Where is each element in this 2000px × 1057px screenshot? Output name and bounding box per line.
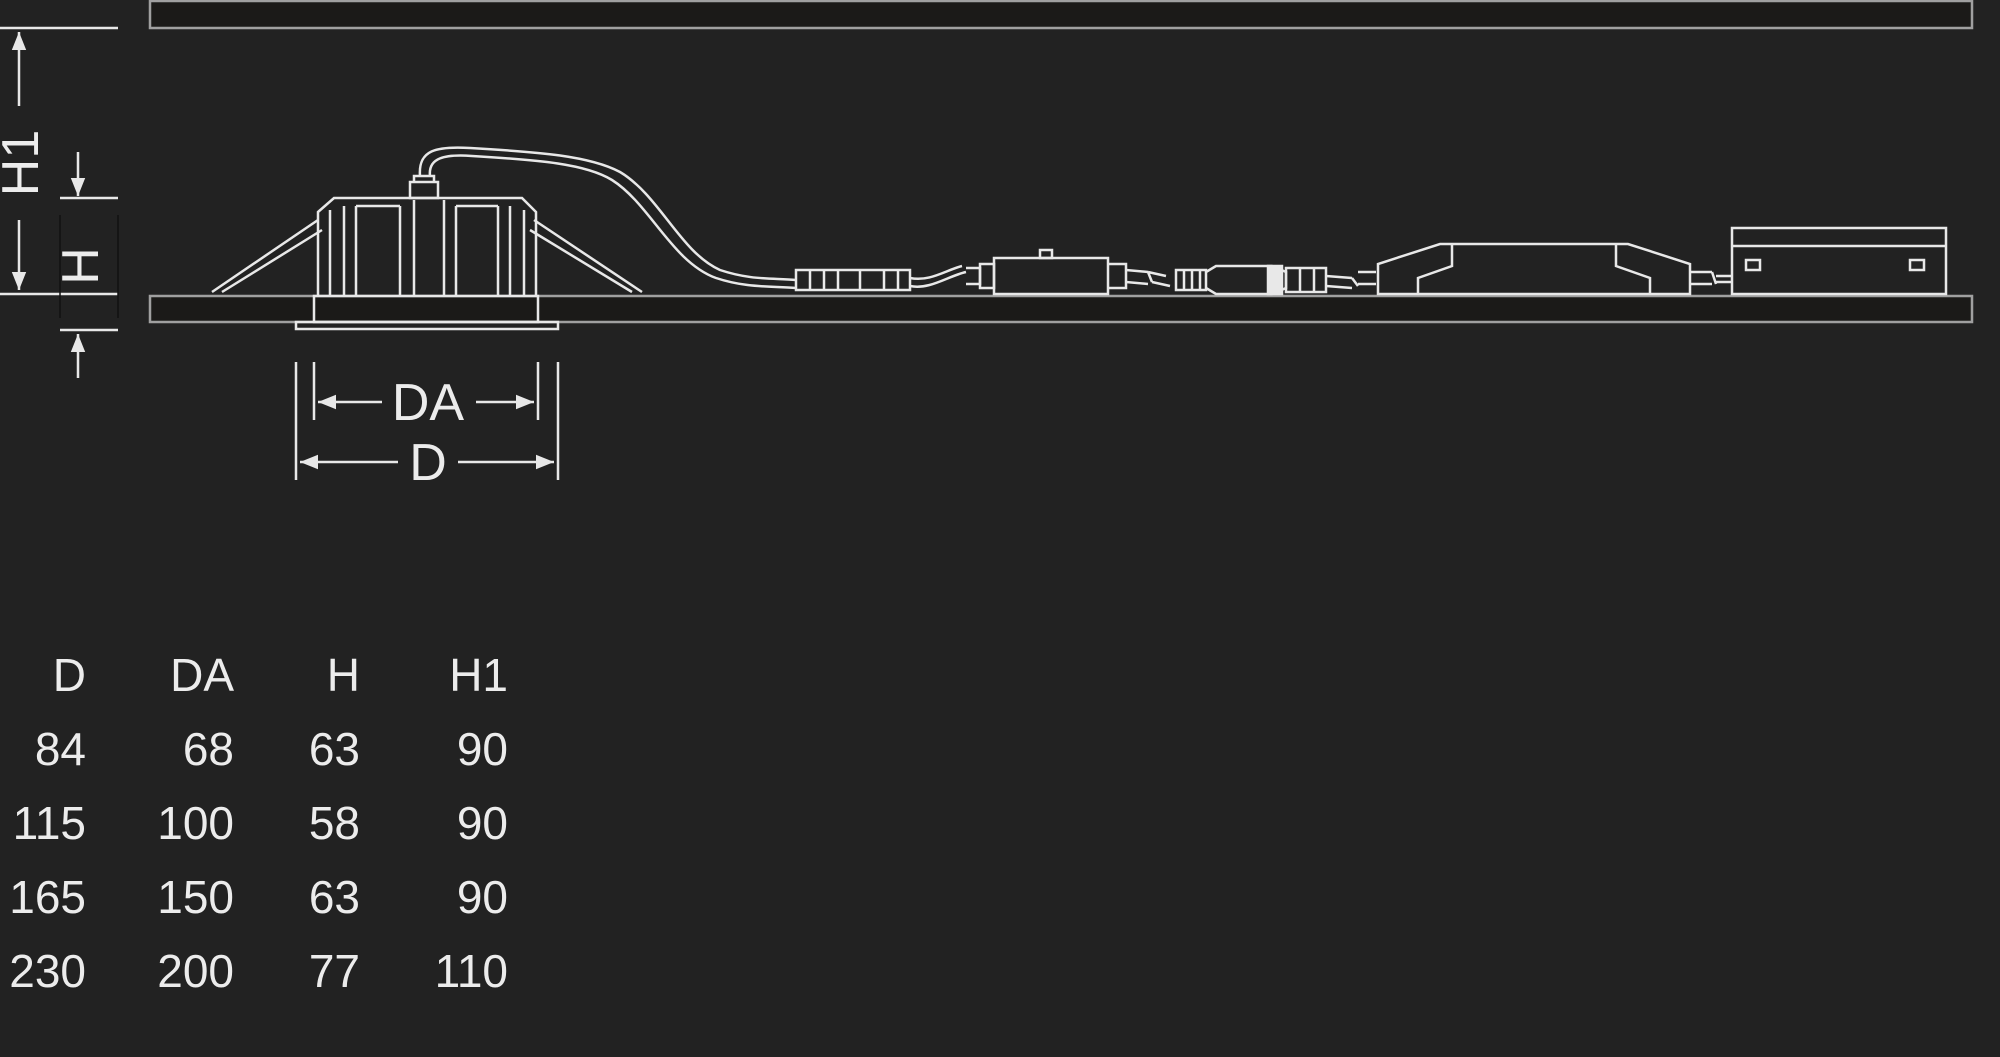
table-cell: 110: [434, 945, 508, 997]
table-cell: 84: [34, 723, 86, 775]
d-dimension: [294, 362, 560, 480]
table-cell: 100: [157, 797, 234, 849]
table-cell: 77: [308, 945, 360, 997]
cable-connector-2: [1174, 264, 1376, 296]
h1-dimension: [0, 26, 118, 296]
table-header-da: DA: [170, 649, 234, 701]
da-dimension: [312, 362, 540, 420]
table-cell: 90: [456, 871, 508, 923]
da-dimension-label: DA: [392, 374, 465, 432]
table-row: 115 100 58 90: [0, 786, 520, 860]
d-dimension-label: D: [409, 434, 447, 492]
table-row: 84 68 63 90: [0, 712, 520, 786]
table-cell: 200: [157, 945, 234, 997]
table-header-d: D: [52, 649, 86, 701]
table-cell: 63: [308, 871, 360, 923]
led-driver: [1376, 242, 1732, 296]
ceiling-panel: [148, 294, 1974, 324]
table-row: 230 200 77 110: [0, 934, 520, 1008]
junction-box: [1730, 226, 1948, 296]
table-row: 165 150 63 90: [0, 860, 520, 934]
table-header-row: D DA H H1: [0, 638, 520, 712]
control-unit: [966, 248, 1171, 296]
h-dimension-label: H: [52, 247, 110, 285]
table-cell: 68: [182, 723, 234, 775]
table-cell: 165: [9, 871, 86, 923]
table-cell: 90: [456, 797, 508, 849]
table-cell: 90: [456, 723, 508, 775]
table-cell: 58: [308, 797, 360, 849]
table-header-h1: H1: [449, 649, 508, 701]
h1-dimension-label: H1: [0, 130, 50, 196]
downlight-luminaire: [211, 146, 797, 331]
table-cell: 63: [308, 723, 360, 775]
h-dimension: [59, 152, 119, 378]
upper-ceiling-slab: [148, 0, 1974, 30]
table-cell: 230: [9, 945, 86, 997]
table-header-h: H: [326, 649, 360, 701]
cable-connector-1: [794, 264, 967, 292]
table-cell: 115: [12, 797, 86, 849]
table-cell: 150: [157, 871, 234, 923]
